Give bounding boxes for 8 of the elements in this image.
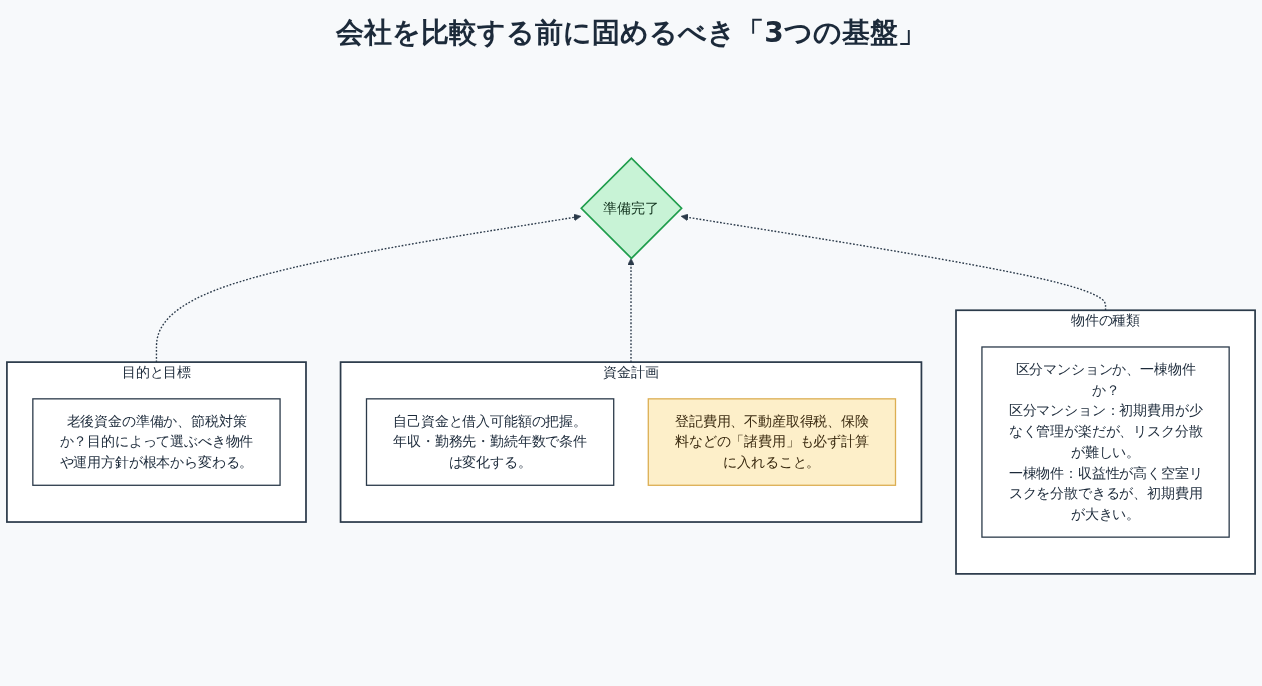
diagram-title: 会社を比較する前に固めるべき「3つの基盤」	[335, 15, 927, 51]
node-box: 老後資金の準備か、節税対策か？目的によって選ぶべき物件や運用方針が根本から変わる。	[32, 398, 281, 486]
arrow	[627, 258, 635, 363]
node-diamond: 準備完了	[580, 156, 683, 260]
node-box: 登記費用、不動産取得税、保険料などの「諸費用」も必ず計算に入れること。	[647, 398, 897, 486]
node-box: 自己資金と借入可能額の把握。年収・勤務先・勤続年数で条件は変化する。	[365, 398, 615, 486]
node-box: 区分マンションか、一棟物件か？ 区分マンション：初期費用が少なく管理が楽だが、リスク分散が難しい。 一棟物件：収益性が高く空室リスクを分散できるが、初期費用が大きい。	[981, 346, 1230, 538]
arrow	[155, 213, 582, 363]
